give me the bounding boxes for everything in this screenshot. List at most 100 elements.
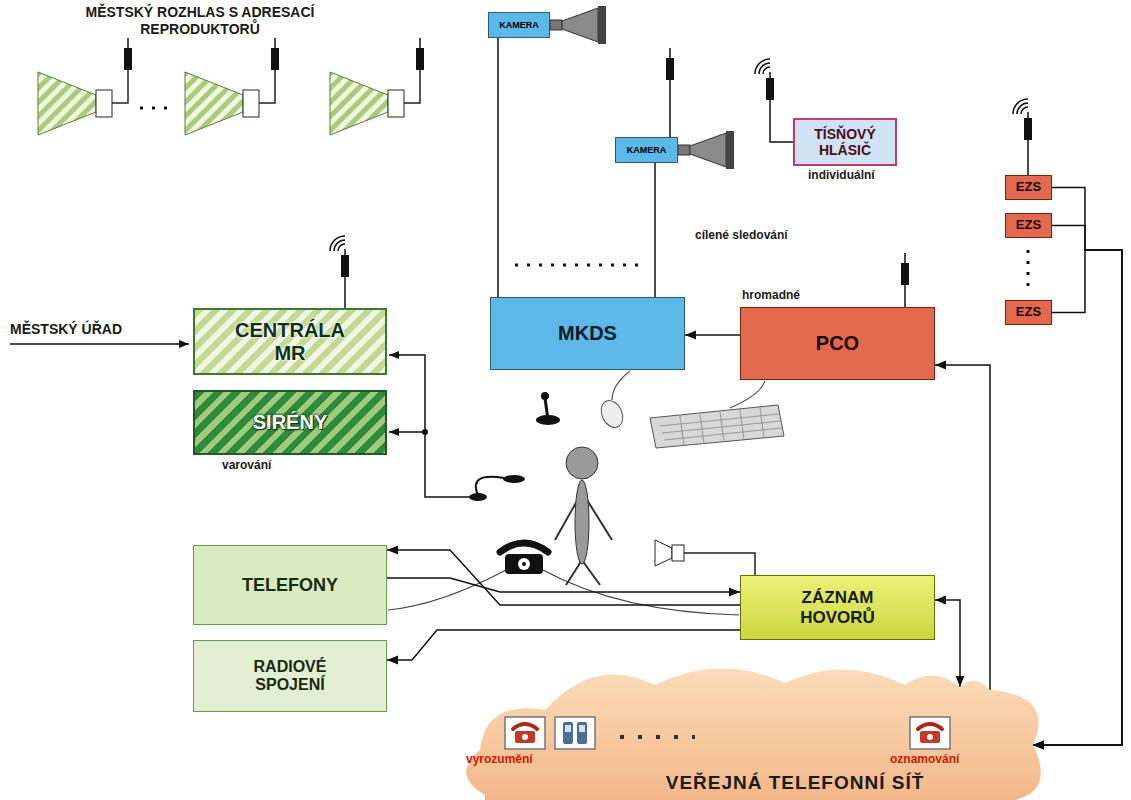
drawing-part [575, 480, 589, 564]
drawing-part [503, 475, 525, 483]
drawing-part [518, 558, 530, 570]
drawing-part [582, 560, 600, 585]
drawing-part [669, 80, 671, 137]
connector [387, 630, 740, 660]
drawing-part [563, 722, 573, 744]
node-text: MKDS [558, 322, 617, 345]
keyboard [650, 381, 784, 448]
connector [387, 550, 740, 605]
node-text: EZS [1016, 305, 1041, 320]
node-text: VEŘEJNÁ TELEFONNÍ SÍŤ [666, 772, 925, 794]
telephone-cords [388, 570, 739, 615]
joystick [536, 392, 560, 425]
drawing-part [422, 429, 428, 435]
drawing-part [522, 734, 528, 740]
mouse [597, 371, 630, 431]
alarm-box: EZS [1005, 213, 1052, 238]
drawing-part [566, 447, 598, 479]
drawing-part [566, 560, 582, 585]
radio-central-box: CENTRÁLA MR [193, 308, 387, 375]
drawing-part [344, 277, 346, 308]
drawing-part [550, 6, 606, 44]
radio-link-box: RADIOVÉ SPOJENÍ [193, 640, 387, 712]
drawing-part [185, 38, 279, 135]
drawing-part [545, 398, 548, 420]
drawing-part [918, 724, 942, 729]
drawing-part [579, 725, 585, 732]
drawing-part [565, 725, 571, 732]
camera-box: KAMERA [488, 12, 550, 38]
node-text: SIRÉNY [253, 411, 327, 434]
connector [685, 334, 740, 336]
note-label: varování [222, 458, 271, 472]
drawing-part [389, 355, 470, 497]
drawing-part [770, 100, 793, 142]
drawing-part [505, 554, 543, 574]
drawing-part [505, 717, 545, 749]
node-text: TELEFONY [242, 575, 338, 596]
drawing-part [10, 343, 189, 345]
drawing-part [755, 59, 774, 100]
note-label: cílené sledování [695, 228, 788, 242]
node-text: TÍSŇOVÝ HLÁSIČ [800, 126, 890, 158]
drawing-part [515, 264, 645, 267]
drawing-part [672, 545, 684, 561]
drawing-part [730, 381, 765, 408]
alarm-box: EZS [1005, 300, 1052, 325]
drawing-part [38, 38, 132, 135]
drawing-part [678, 131, 734, 169]
call-recorder-box: ZÁZNAM HOVORŮ [740, 575, 935, 640]
drawing-part [522, 562, 526, 566]
drawing-part [515, 731, 535, 743]
emergency-button-box: TÍSŇOVÝ HLÁSIČ [793, 118, 897, 166]
node-text: ZÁZNAM HOVORŮ [770, 588, 905, 627]
alarm-box: EZS [1005, 175, 1052, 200]
node-text: RADIOVÉ SPOJENÍ [223, 658, 358, 695]
drawing-part [1027, 250, 1030, 294]
recorder-speaker [655, 540, 755, 575]
note-label: individuální [808, 168, 875, 182]
continuation-dots [515, 250, 1028, 294]
drawing-part [597, 397, 627, 431]
drawing-part [901, 253, 909, 285]
drawing-part [620, 735, 695, 739]
drawing-part [330, 236, 349, 277]
drawing-part [920, 731, 940, 743]
drawing-part [577, 722, 587, 744]
drawing-part [466, 668, 1041, 800]
drawing-part [330, 38, 424, 135]
monitoring-desk-box: PCO [740, 307, 935, 380]
camera-box: KAMERA [615, 137, 678, 163]
office-input-arrow [10, 344, 189, 345]
node-text: EZS [1016, 180, 1041, 195]
drawing-part [655, 540, 672, 566]
source-label: MĚSTSKÝ ÚŘAD [10, 321, 122, 338]
connector [497, 38, 499, 297]
drawing-part [1013, 99, 1032, 140]
sirens-box: SIRÉNY [193, 390, 387, 455]
loudspeakers [38, 38, 424, 135]
note-label: hromadné [742, 288, 800, 302]
cctv-system-box: MKDS [490, 297, 685, 370]
phones-box: TELEFONY [193, 545, 387, 625]
drawing-part [684, 553, 755, 575]
node-text: EZS [1016, 218, 1041, 233]
camera-lenses [550, 6, 734, 169]
drawing-part [904, 285, 906, 307]
drawing-part [476, 477, 504, 495]
drawing-part [140, 107, 168, 110]
drawing-part [500, 543, 548, 552]
drawing-part [1027, 140, 1029, 175]
drawing-part [910, 717, 950, 749]
node-text: CENTRÁLA MR [228, 319, 353, 365]
connector [935, 365, 990, 690]
operator-figure [555, 447, 612, 585]
node-text: PCO [816, 332, 859, 355]
node-text: KAMERA [499, 20, 539, 30]
phone-network-cloud: VEŘEJNÁ TELEFONNÍ SÍŤ [455, 655, 1045, 800]
drawing-part [389, 431, 425, 433]
